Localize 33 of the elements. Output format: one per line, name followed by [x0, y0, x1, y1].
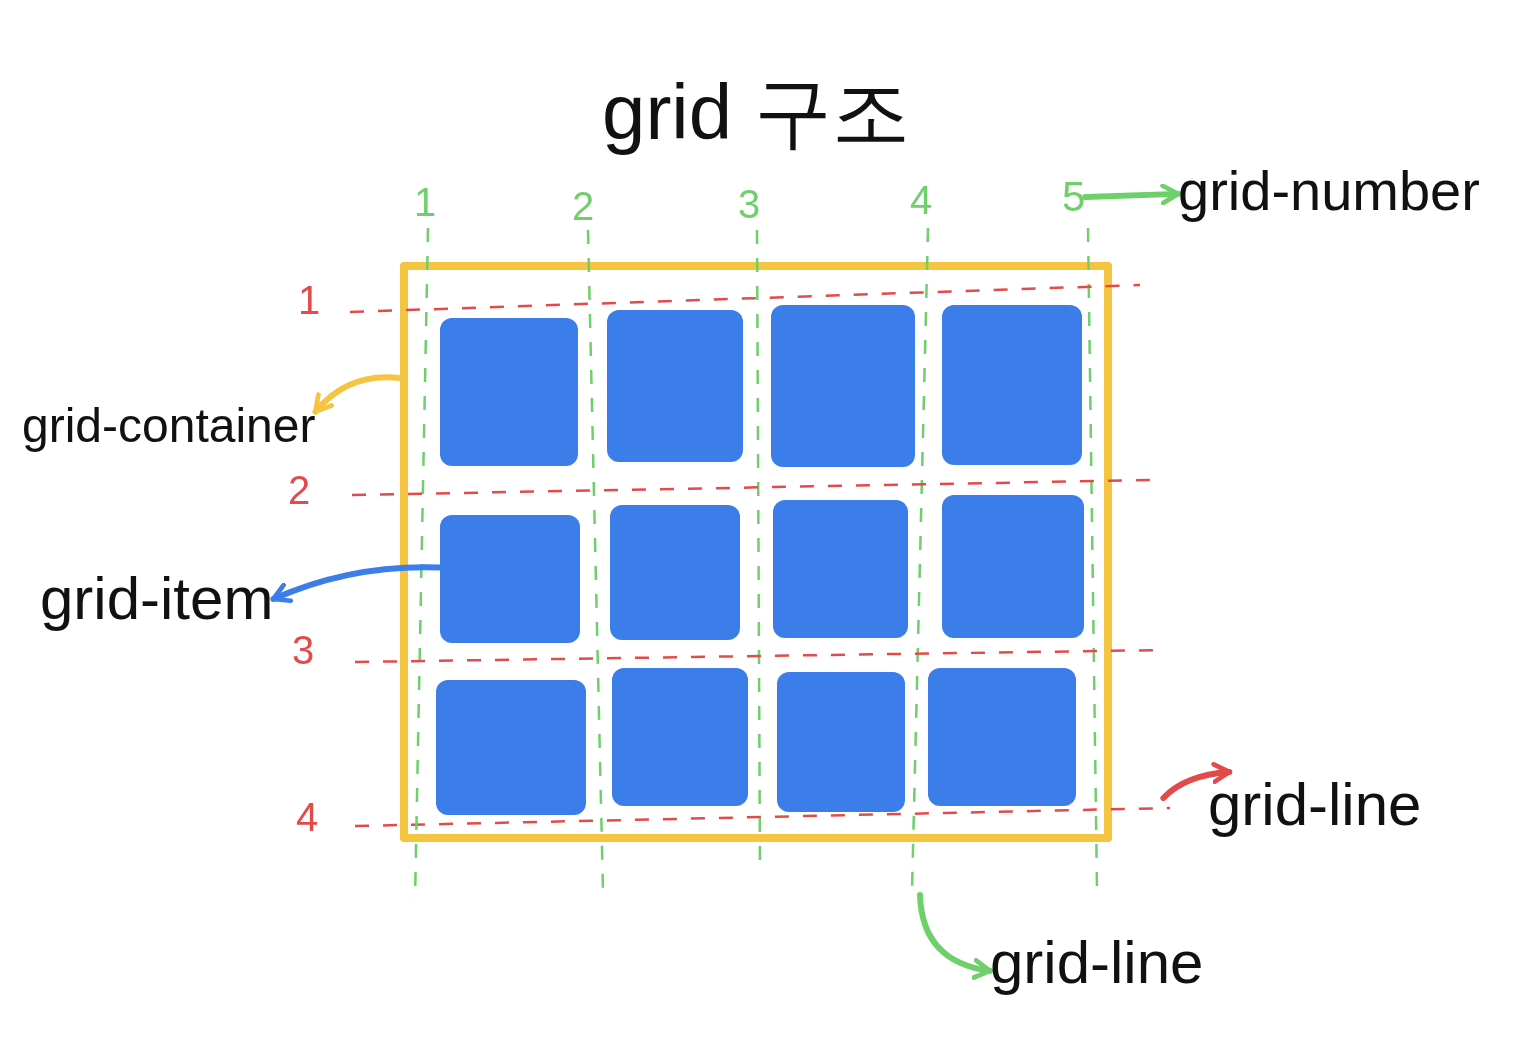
item-block: [440, 318, 578, 466]
item-block: [771, 305, 915, 467]
item-block: [942, 305, 1082, 465]
annotation-label: grid-line: [990, 930, 1204, 996]
line-number: 1: [414, 180, 437, 224]
annotation-label: grid-line: [1208, 772, 1422, 838]
line-number: 5: [1062, 174, 1086, 221]
item-block: [773, 500, 908, 638]
item-block: [942, 495, 1084, 638]
curved-arrow: [917, 892, 993, 980]
curved-arrow: [1082, 183, 1181, 206]
item-block: [607, 310, 743, 462]
item-block: [777, 672, 905, 812]
curved-arrow: [270, 564, 443, 604]
annotation-label: grid-item: [40, 566, 274, 632]
line-number: 3: [738, 182, 761, 226]
item-block: [436, 680, 586, 815]
title: grid 구조: [602, 70, 910, 156]
line-number: 2: [572, 184, 595, 228]
line-number: 4: [910, 178, 933, 222]
item-block: [440, 515, 580, 643]
curved-arrow: [312, 374, 403, 415]
annotation-label: grid-container: [22, 400, 316, 453]
container-frame: [400, 262, 1112, 842]
curved-arrow: [1160, 762, 1233, 801]
line-number: 4: [296, 795, 319, 839]
line-number: 2: [288, 468, 311, 512]
annotation-label: grid-number: [1178, 160, 1480, 222]
line-number: 1: [298, 278, 321, 322]
item-block: [612, 668, 748, 806]
item-block: [928, 668, 1076, 806]
item-block: [610, 505, 740, 640]
line-number: 3: [292, 628, 315, 672]
